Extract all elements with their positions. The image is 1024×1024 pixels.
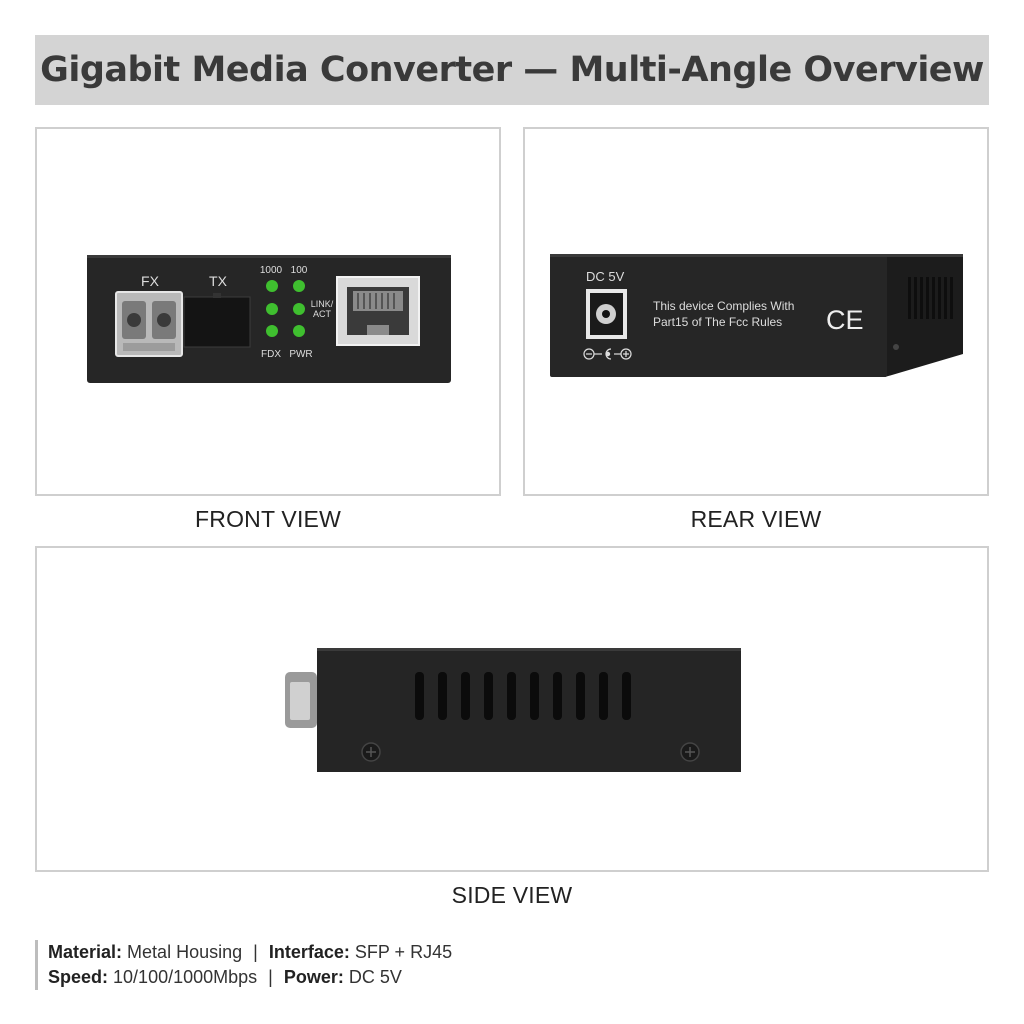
rear-view-caption: REAR VIEW	[690, 506, 822, 532]
title-bar: Gigabit Media Converter — Multi-Angle Ov…	[35, 35, 989, 105]
side-view-illustration	[285, 648, 741, 772]
specs-separator: |	[268, 967, 273, 987]
sfp-module	[183, 296, 251, 348]
screw-right	[680, 742, 700, 762]
front-view-illustration: FX TX 1000 100 LINK/ ACT FDX PWR	[87, 255, 451, 383]
screw-left	[361, 742, 381, 762]
specs-block: Material: Metal Housing | Interface: SFP…	[35, 940, 452, 990]
specs-line-2: Speed: 10/100/1000Mbps | Power: DC 5V	[48, 965, 452, 990]
interface-label: Interface:	[268, 942, 350, 962]
side-view-panel	[35, 546, 989, 872]
led-1000-label: 1000	[260, 265, 283, 276]
fdx-label: FDX	[261, 349, 281, 360]
material-label: Material:	[48, 942, 123, 962]
speed-label: Speed:	[48, 967, 109, 987]
rear-housing-side	[885, 254, 963, 377]
polarity-icon	[583, 348, 632, 360]
ce-mark: CE	[826, 305, 864, 335]
speed-value: 10/100/1000Mbps	[113, 967, 258, 987]
tx-label: TX	[209, 273, 228, 289]
led-fdx	[266, 325, 278, 337]
power-label: Power:	[283, 967, 344, 987]
link-act-label-line2: ACT	[313, 309, 332, 319]
link-act-label-line1: LINK/	[311, 299, 334, 309]
rear-housing	[550, 254, 887, 377]
compliance-line-1: This device Complies With	[653, 299, 794, 313]
side-vents	[415, 672, 631, 720]
fx-label: FX	[141, 273, 160, 289]
led-1000	[266, 280, 278, 292]
dc-5v-label: DC 5V	[586, 269, 625, 284]
led-link-act-1	[266, 303, 278, 315]
led-100-label: 100	[291, 265, 308, 276]
led-100	[293, 280, 305, 292]
front-view-panel: FX TX 1000 100 LINK/ ACT FDX PWR	[35, 127, 501, 496]
interface-value: SFP + RJ45	[354, 942, 453, 962]
power-value: DC 5V	[348, 967, 402, 987]
side-housing	[317, 648, 741, 772]
material-value: Metal Housing	[127, 942, 243, 962]
specs-line-1: Material: Metal Housing | Interface: SFP…	[48, 940, 452, 965]
specs-separator: |	[253, 942, 258, 962]
pwr-label: PWR	[289, 349, 312, 360]
page-title: Gigabit Media Converter — Multi-Angle Ov…	[40, 50, 984, 90]
led-link-act-2	[293, 303, 305, 315]
led-pwr	[293, 325, 305, 337]
rear-view-panel: DC 5V This device Complies With Part15 o…	[523, 127, 989, 496]
front-view-caption: FRONT VIEW	[195, 506, 341, 532]
compliance-line-2: Part15 of The Fcc Rules	[653, 315, 782, 329]
side-view-caption: SIDE VIEW	[451, 882, 573, 908]
rear-view-illustration: DC 5V This device Complies With Part15 o…	[550, 254, 963, 377]
